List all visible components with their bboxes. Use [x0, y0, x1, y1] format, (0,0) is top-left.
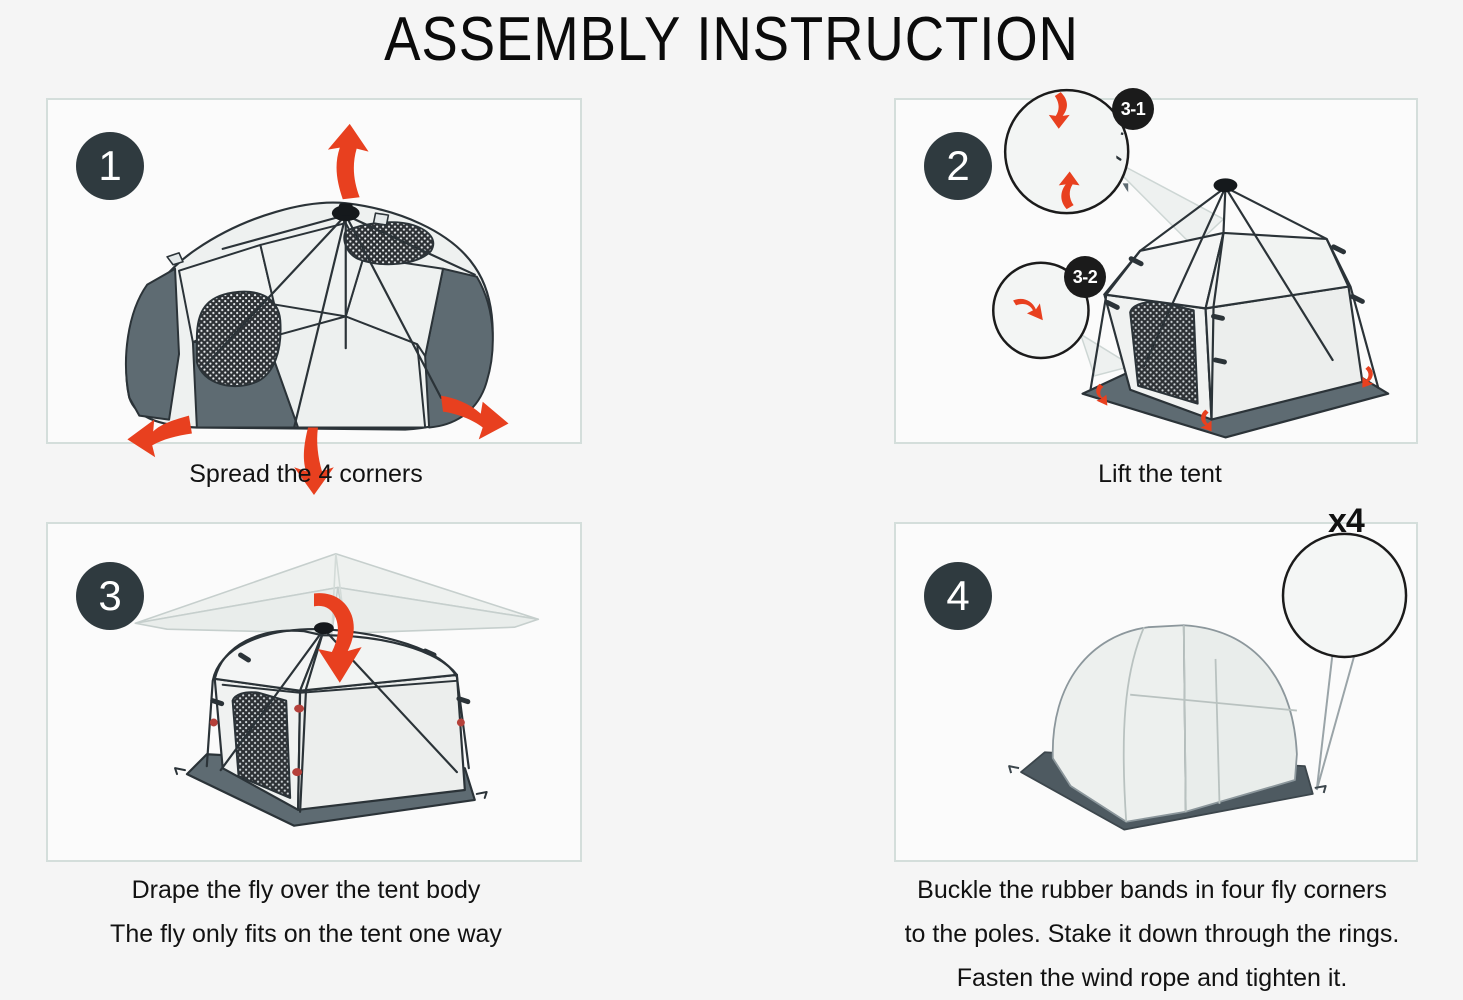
- caption-step-4: Buckle the rubber bands in four fly corn…: [872, 868, 1432, 1000]
- caption-line: to the poles. Stake it down through the …: [904, 920, 1400, 948]
- callout-bubble-3-1: [1003, 88, 1130, 215]
- figure-lift-tent: [992, 88, 1390, 439]
- step-badge-1: 1: [76, 132, 144, 200]
- step-badge-3: 3: [76, 562, 144, 630]
- quantity-label-x4: x4: [1328, 502, 1365, 540]
- step-badge-4: 4: [924, 562, 992, 630]
- callout-tag-3-2: 3-2: [1064, 256, 1106, 298]
- caption-line: Fasten the wind rope and tighten it.: [956, 964, 1348, 992]
- caption-step-3: Drape the fly over the tent body The fly…: [26, 868, 586, 956]
- panel-step-3: 3: [46, 522, 582, 862]
- step-badge-2: 2: [924, 132, 992, 200]
- caption-step-1: Spread the 4 corners: [26, 452, 586, 496]
- caption-line: Lift the tent: [1098, 460, 1222, 488]
- tent-hub-icon: [331, 203, 360, 222]
- spread-arrows: [127, 123, 509, 496]
- tent-body-lifted: [1081, 186, 1390, 439]
- figure-collapsed-tent: [124, 123, 509, 496]
- corner-lock-arrows: [1096, 365, 1374, 432]
- panel-step-1: 1: [46, 98, 582, 496]
- figure-drape-fly: [134, 552, 540, 827]
- caption-step-2: Lift the tent: [880, 452, 1440, 496]
- tent-with-fly: [1008, 624, 1327, 831]
- caption-line: Drape the fly over the tent body: [131, 876, 481, 904]
- page-title: ASSEMBLY INSTRUCTION: [384, 5, 1079, 74]
- caption-line: Spread the 4 corners: [189, 460, 423, 488]
- rainfly: [134, 552, 540, 634]
- tent-body: [174, 628, 488, 827]
- figure-finished-tent: [1008, 532, 1416, 831]
- callout-bubble-3-2: [992, 261, 1090, 360]
- drape-arrow: [313, 593, 362, 683]
- caption-line: The fly only fits on the tent one way: [110, 920, 502, 948]
- panel-step-2: 2 3-1 3-2: [894, 88, 1418, 444]
- callout-tag-3-1: 3-1: [1112, 88, 1154, 130]
- callout-bubble-buckle: [1281, 532, 1412, 659]
- caption-line: Buckle the rubber bands in four fly corn…: [917, 876, 1387, 904]
- panel-step-4: 4 x4: [894, 502, 1418, 862]
